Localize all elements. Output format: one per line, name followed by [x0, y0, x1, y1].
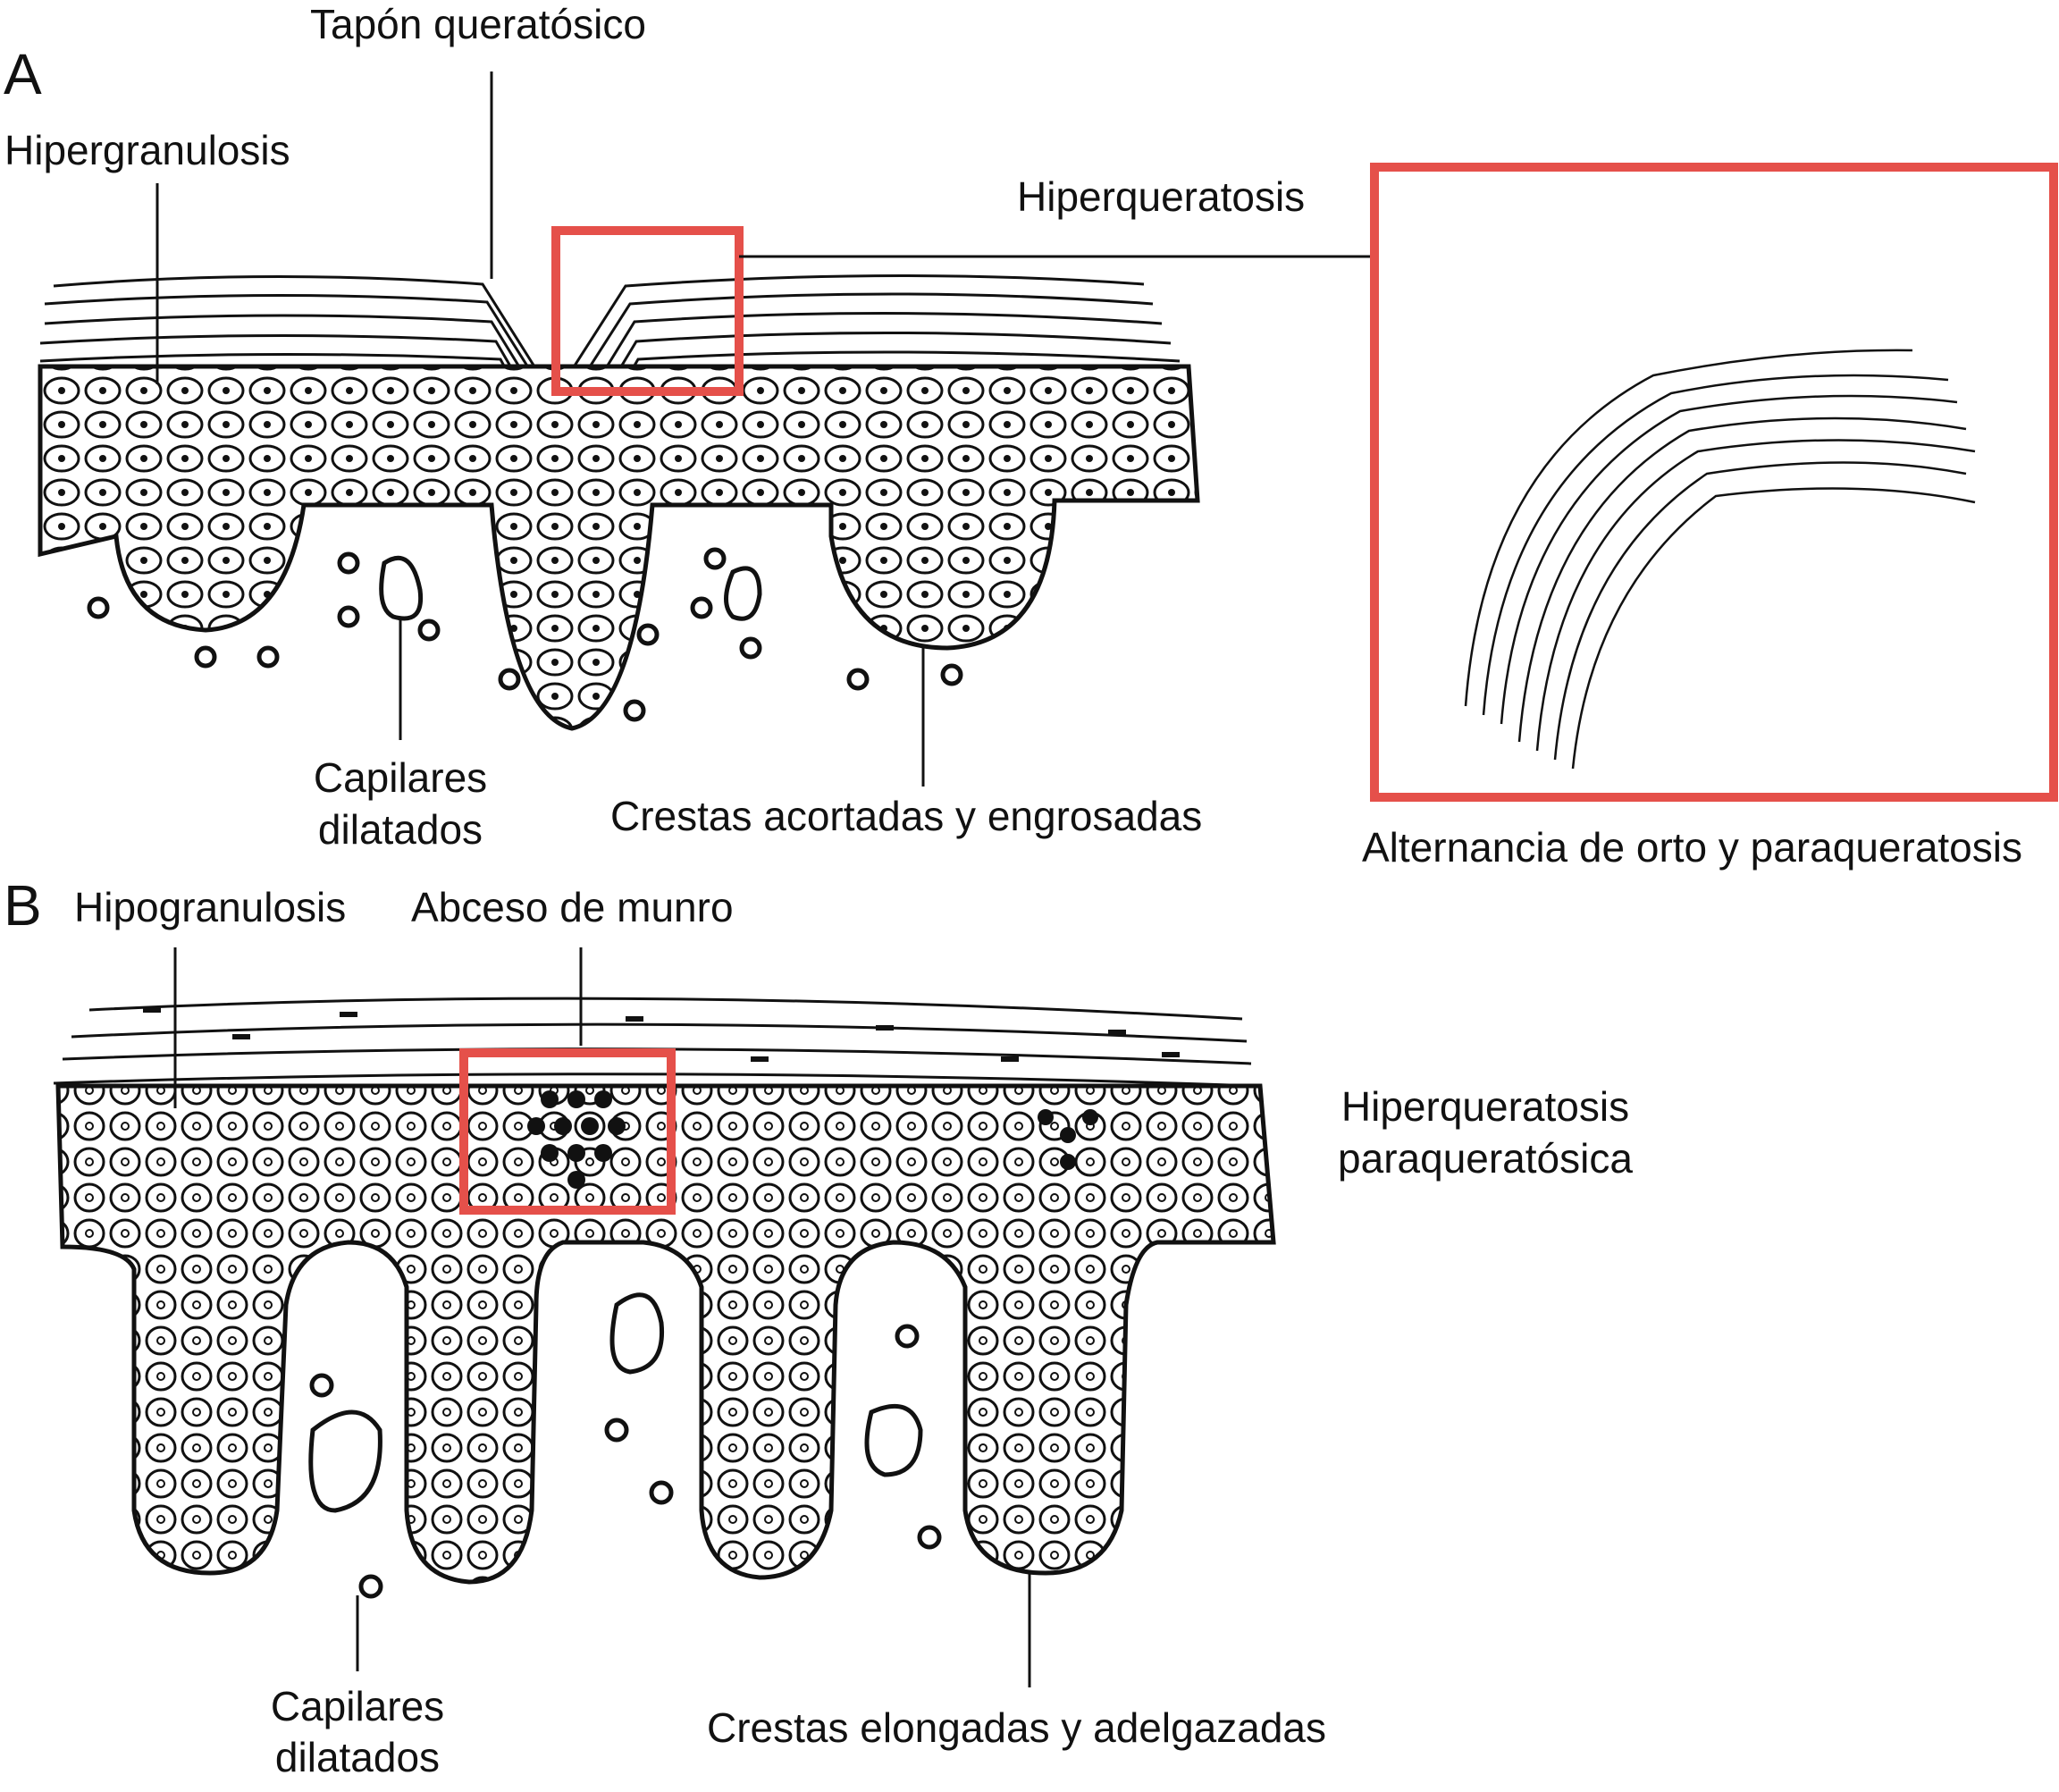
label-tapon-queratosico: Tapón queratósico [310, 1, 646, 47]
label-hiperqueratosis-para-line1: Hiperqueratosis [1341, 1083, 1629, 1130]
panel-a-zoom-inset [1374, 167, 2054, 797]
panel-a-letter: A [4, 42, 42, 106]
label-crestas-acortadas: Crestas acortadas y engrosadas [610, 793, 1202, 839]
panel-a-epidermis-outline [40, 366, 1198, 728]
panel-b-leader-lines [175, 947, 1030, 1687]
panel-a: A [4, 1, 2054, 871]
label-hipergranulosis: Hipergranulosis [4, 127, 290, 173]
label-a-capilares-line2: dilatados [318, 806, 483, 853]
panel-b-stratum-corneum [54, 998, 1256, 1086]
label-hipogranulosis: Hipogranulosis [74, 884, 346, 930]
panel-b: B [4, 873, 1633, 1780]
label-alternancia: Alternancia de orto y paraqueratosis [1362, 824, 2022, 871]
label-hiperqueratosis-para-line2: paraqueratósica [1338, 1135, 1633, 1182]
label-b-capilares-line2: dilatados [275, 1734, 440, 1780]
label-b-capilares-line1: Capilares [271, 1683, 444, 1729]
label-crestas-elongadas: Crestas elongadas y adelgazadas [707, 1704, 1326, 1751]
panel-b-letter: B [4, 873, 42, 938]
label-a-capilares-line1: Capilares [314, 754, 487, 801]
panel-b-epidermis-outline [58, 1086, 1273, 1582]
label-hiperqueratosis: Hiperqueratosis [1017, 173, 1305, 220]
label-abceso-de-munro: Abceso de munro [411, 884, 734, 930]
